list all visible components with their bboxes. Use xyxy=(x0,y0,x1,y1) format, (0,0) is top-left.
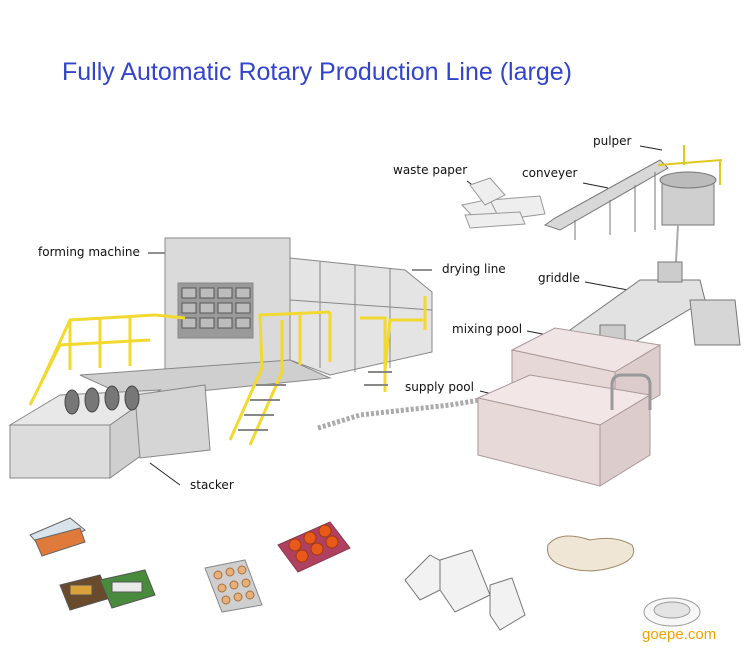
product-egg-box-green xyxy=(100,570,155,608)
waste-paper-bales xyxy=(462,178,545,228)
product-egg-tray xyxy=(205,560,262,612)
product-packaging-white xyxy=(405,550,525,630)
pulper-machine xyxy=(658,145,722,262)
label-drying-line: drying line xyxy=(442,262,506,276)
pulp-pipe xyxy=(318,400,480,428)
supply-pool xyxy=(478,375,650,486)
product-fruit-tray xyxy=(278,522,350,572)
label-supply-pool: supply pool xyxy=(405,380,474,394)
stacker-machine xyxy=(10,385,210,478)
label-stacker: stacker xyxy=(190,478,234,492)
watermark: goepe.com xyxy=(642,626,716,643)
label-griddle: griddle xyxy=(538,271,580,285)
label-mixing-pool: mixing pool xyxy=(452,322,522,336)
product-shoe-insert xyxy=(548,536,634,571)
product-bowl xyxy=(644,598,700,626)
label-conveyer: conveyer xyxy=(522,166,577,180)
product-egg-box-blue xyxy=(30,518,85,556)
label-pulper: pulper xyxy=(593,134,632,148)
label-forming-machine: forming machine xyxy=(38,245,140,259)
label-waste-paper: waste paper xyxy=(393,163,467,177)
